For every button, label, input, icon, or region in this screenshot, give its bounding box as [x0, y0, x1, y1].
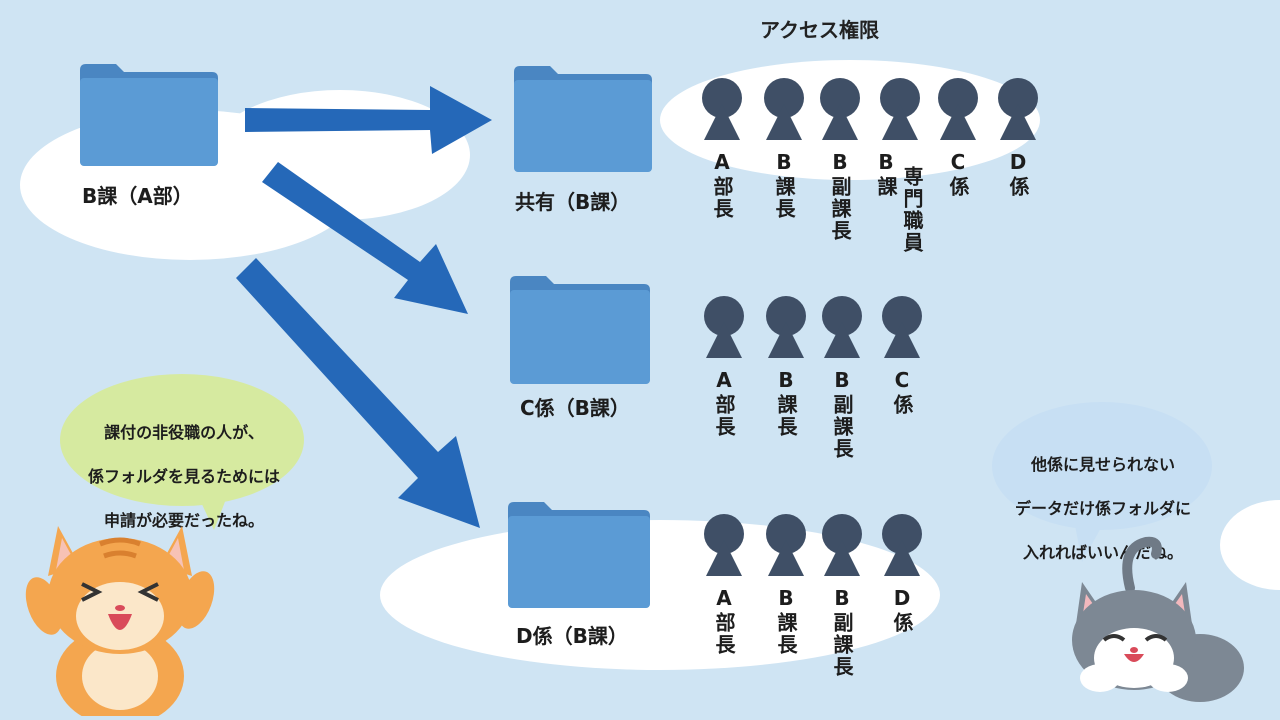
person-icon	[882, 296, 922, 358]
folder-shared-label: 共有（B課）	[515, 190, 631, 214]
folder-source-label: B課（A部）	[82, 184, 193, 208]
person-label: A部長	[712, 586, 736, 656]
speech-line: 係フォルダを見るためには	[87, 467, 280, 486]
speech-line: 申請が必要だったね。	[103, 511, 264, 530]
person-label: B課長	[774, 586, 798, 656]
person-label: C係	[946, 150, 970, 198]
person-label-side: 専門職員	[900, 166, 924, 254]
speech-text-left: 課付の非役職の人が、 係フォルダを見るためには 申請が必要だったね。	[52, 400, 316, 554]
access-rights-title: アクセス権限	[760, 18, 879, 42]
speech-bubble-right	[992, 402, 1212, 562]
person-icon	[820, 78, 860, 140]
person-label: D係	[890, 586, 914, 634]
folder-icon	[80, 64, 218, 166]
folder-icon	[510, 276, 650, 384]
gray-cat-illustration	[1072, 536, 1244, 702]
orange-cat-illustration	[25, 526, 215, 716]
person-icon	[704, 296, 744, 358]
person-label: B課長	[774, 368, 798, 438]
person-label: B副課長	[830, 586, 854, 678]
person-label: B副課長	[828, 150, 852, 242]
person-label: B副課長	[830, 368, 854, 460]
person-icon	[764, 78, 804, 140]
person-label: B課	[874, 150, 898, 198]
person-label: A部長	[712, 368, 736, 438]
person-icon	[882, 514, 922, 576]
speech-text-right: 他係に見せられない データだけ係フォルダに 入れればいいんだね。	[994, 432, 1212, 586]
person-label: C係	[890, 368, 914, 416]
person-icon	[766, 296, 806, 358]
arrow-to-d-team	[236, 258, 480, 528]
person-icon	[702, 78, 742, 140]
person-icon	[822, 296, 862, 358]
folder-icon	[514, 66, 652, 172]
arrow-to-shared	[245, 86, 492, 154]
speech-line: 他係に見せられない	[1030, 455, 1175, 474]
person-label: D係	[1006, 150, 1030, 198]
person-label: A部長	[710, 150, 734, 220]
person-icon	[704, 514, 744, 576]
speech-line: データだけ係フォルダに	[1014, 499, 1191, 518]
person-icon	[938, 78, 978, 140]
person-label: B課長	[772, 150, 796, 220]
person-icon	[880, 78, 920, 140]
arrow-to-c-team	[262, 162, 468, 314]
person-icon	[822, 514, 862, 576]
speech-bubble-left	[60, 374, 304, 530]
person-icon	[998, 78, 1038, 140]
person-icon	[766, 514, 806, 576]
folder-d-team-label: D係（B課）	[516, 624, 628, 648]
speech-line: 課付の非役職の人が、	[104, 423, 264, 442]
folder-c-team-label: C係（B課）	[520, 396, 630, 420]
folder-icon	[508, 502, 650, 608]
